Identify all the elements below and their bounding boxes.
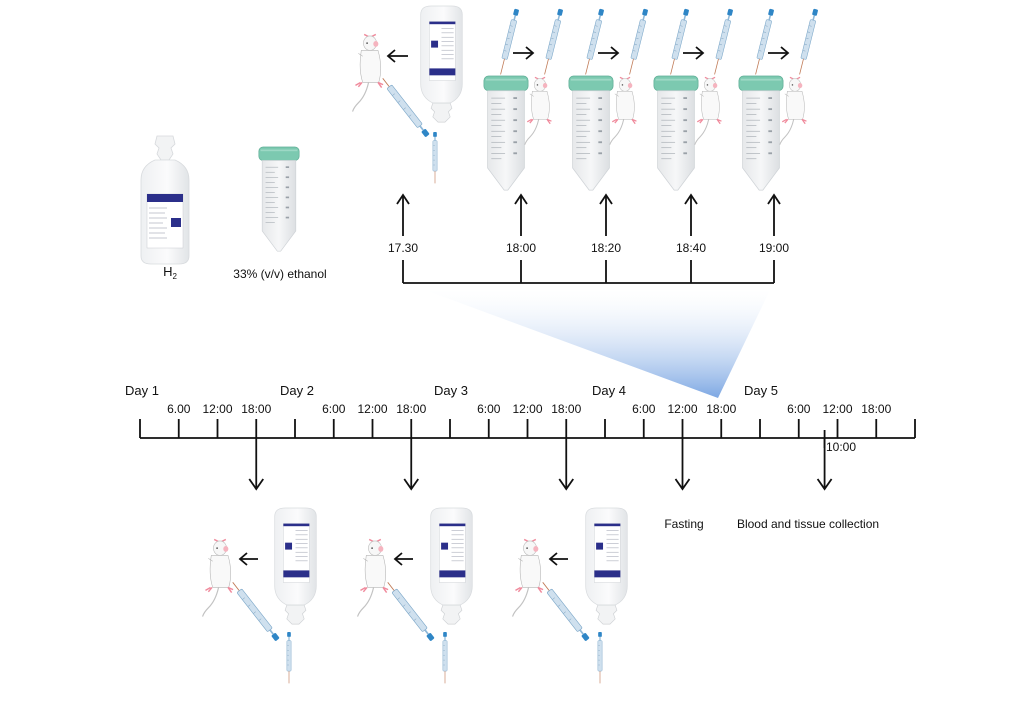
tick-label: 12:00 <box>202 402 233 416</box>
tick-label: 12:00 <box>667 402 698 416</box>
syringe-icon <box>384 579 436 643</box>
ethanol-tube-icon <box>738 75 784 191</box>
day-label: Day 2 <box>280 383 314 398</box>
h2-bottle-inverted-icon <box>274 507 317 625</box>
event-arrow-day3-head <box>558 478 574 491</box>
arrow-right-head <box>610 46 620 60</box>
arrow-left-head <box>386 49 396 63</box>
tick-label: 12:00 <box>357 402 388 416</box>
syringe-icon <box>597 631 603 684</box>
h2-gavage-illustration <box>356 507 473 684</box>
syringe-icon <box>286 631 292 684</box>
h2-bottle-icon <box>140 135 190 265</box>
event-arrow-day2-head <box>403 478 419 491</box>
syringe-icon <box>497 8 520 76</box>
arrow-left-head <box>238 552 248 566</box>
tick-label: 12:00 <box>512 402 543 416</box>
schedule-up-arrow-head <box>684 193 698 205</box>
tick-label: 6.00 <box>167 402 191 416</box>
mouse-icon <box>351 33 385 113</box>
day-label: Day 3 <box>434 383 468 398</box>
day-label: Day 1 <box>125 383 159 398</box>
gavage-step-ethanol <box>568 8 649 191</box>
event-arrows <box>248 438 833 491</box>
mouse-icon <box>609 76 638 146</box>
main-timeline <box>139 419 916 448</box>
schedule-time-label: 18:00 <box>505 241 537 255</box>
tick-label: 18:00 <box>241 402 272 416</box>
gavage-step-ethanol <box>738 8 819 191</box>
day-label: Day 4 <box>592 383 626 398</box>
syringe-icon <box>541 8 564 76</box>
ethanol-tube-icon <box>653 75 699 191</box>
collection-time-label: 10:00 <box>826 440 857 454</box>
syringe-icon <box>752 8 775 76</box>
tick-label: 18:00 <box>861 402 892 416</box>
syringe-icon <box>711 8 734 76</box>
h2-gavage-illustration <box>201 507 317 684</box>
syringe-icon <box>667 8 690 76</box>
h2-gavage-illustration <box>511 507 628 684</box>
arrow-left-head <box>548 552 558 566</box>
gavage-step-ethanol <box>653 8 734 191</box>
syringe-icon <box>796 8 819 76</box>
syringe-icon <box>442 631 448 684</box>
tick-label: 6:00 <box>632 402 656 416</box>
schedule-up-arrow-head <box>599 193 613 205</box>
mouse-icon <box>524 76 553 146</box>
schedule-time-label: 17.30 <box>387 241 419 255</box>
schedule-up-arrow-head <box>767 193 781 205</box>
schedule-time-label: 18:20 <box>590 241 622 255</box>
bottom-gavage-illustrations <box>201 507 628 684</box>
arrow-right-head <box>525 46 535 60</box>
event-arrow-collection-head <box>816 478 833 491</box>
day-label: Day 5 <box>744 383 778 398</box>
ethanol-tube-icon <box>483 75 529 191</box>
syringe-icon <box>229 579 281 643</box>
tick-label: 6:00 <box>787 402 811 416</box>
mouse-icon <box>511 538 544 618</box>
h2-bottle-inverted-icon <box>420 5 463 123</box>
mouse-icon <box>201 538 235 618</box>
syringe-icon <box>432 131 438 184</box>
schedule-time-label: 18:40 <box>675 241 707 255</box>
syringe-icon <box>539 579 591 643</box>
event-label-collection: Blood and tissue collection <box>736 517 880 531</box>
gavage-step-1730 <box>351 5 463 184</box>
mouse-icon <box>356 538 390 618</box>
event-arrow-day1-head <box>248 478 264 491</box>
mouse-icon <box>694 76 723 146</box>
ethanol-tube-icon <box>568 75 614 191</box>
h2-bottle-inverted-icon <box>585 507 628 625</box>
tick-label: 6:00 <box>322 402 346 416</box>
syringe-icon <box>626 8 649 76</box>
event-arrow-fasting-head <box>674 478 691 491</box>
gavage-schedule-timeline <box>396 193 781 284</box>
tick-label: 18:00 <box>706 402 737 416</box>
reagent-label-h2: H2 <box>163 264 177 281</box>
arrow-left-head <box>393 552 403 566</box>
tick-label: 6:00 <box>477 402 501 416</box>
tick-label: 18:00 <box>551 402 582 416</box>
h2-bottle-inverted-icon <box>430 507 473 625</box>
schedule-time-label: 19:00 <box>758 241 790 255</box>
schedule-up-arrow-head <box>396 193 410 205</box>
zoom-wedge <box>425 290 770 398</box>
event-label-fasting: Fasting <box>664 517 704 531</box>
gavage-step-ethanol <box>483 8 564 191</box>
syringe-icon <box>582 8 605 76</box>
arrow-right-head <box>780 46 790 60</box>
arrow-right-head <box>695 46 705 60</box>
tick-label: 18:00 <box>396 402 427 416</box>
ethanol-tube-icon <box>258 146 300 252</box>
reagent-label-ethanol: 33% (v/v) ethanol <box>233 267 327 281</box>
schedule-up-arrow-head <box>514 193 528 205</box>
gavage-arrows <box>386 46 790 63</box>
tick-label: 12:00 <box>822 402 853 416</box>
mouse-icon <box>779 76 808 146</box>
